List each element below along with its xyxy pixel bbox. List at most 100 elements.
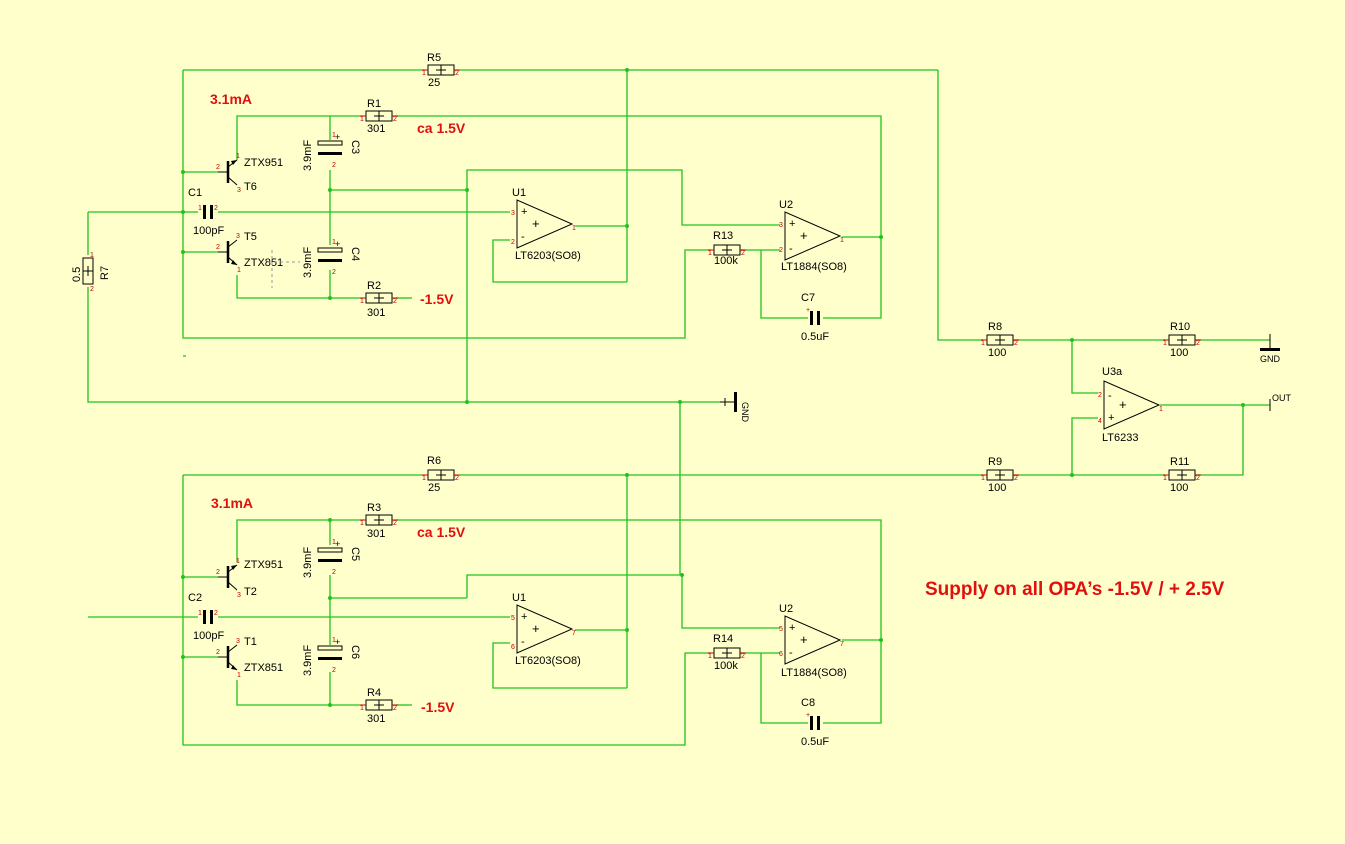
c6-ref: C6 (349, 645, 361, 659)
svg-text:1: 1 (422, 475, 426, 482)
svg-text:2: 2 (393, 298, 397, 305)
r14-value: 100k (714, 660, 738, 672)
svg-text:2: 2 (779, 247, 783, 254)
capacitor-c6: 12 + C6 3.9mF (302, 637, 361, 676)
opamp-u1-bottom: +- + 567 U1 LT6203(SO8) (511, 592, 581, 667)
capacitor-c3: 12 + C3 3.9mF (302, 132, 361, 171)
r1-ref: R1 (367, 98, 381, 110)
u2-top-ref: U2 (779, 199, 793, 211)
c2-value: 100pF (193, 630, 224, 642)
svg-text:1: 1 (332, 637, 336, 644)
svg-text:1: 1 (198, 610, 202, 617)
transistor-t6: 213 ZTX951 T6 (216, 153, 283, 194)
resistor-r7: 12 R7 0.5 (71, 252, 111, 293)
svg-text:5: 5 (779, 626, 783, 633)
svg-text:7: 7 (840, 641, 844, 648)
r11-value: 100 (1170, 482, 1188, 494)
svg-text:2: 2 (741, 653, 745, 660)
t2-part: ZTX951 (244, 559, 283, 571)
svg-text:2: 2 (1196, 475, 1200, 482)
svg-text:2: 2 (393, 705, 397, 712)
svg-text:2: 2 (214, 205, 218, 212)
t5-ref: T5 (244, 231, 257, 243)
capacitor-c4: 12 + C4 3.9mF (302, 239, 361, 278)
svg-text:+: + (335, 239, 340, 249)
annotation-bottom-current: 3.1mA (211, 495, 253, 511)
u1-bottom-part: LT6203(SO8) (515, 655, 581, 667)
r2-ref: R2 (367, 280, 381, 292)
supply-note: Supply on all OPA’s -1.5V / + 2.5V (925, 579, 1225, 600)
svg-text:-: - (789, 647, 793, 659)
u1-top-ref: U1 (512, 187, 526, 199)
svg-text:1: 1 (360, 520, 364, 527)
r4-value: 301 (367, 713, 385, 725)
svg-text:2: 2 (216, 244, 220, 251)
annotation-bottom-neg: -1.5V (421, 699, 455, 715)
svg-text:2: 2 (216, 164, 220, 171)
r8-value: 100 (988, 347, 1006, 359)
opamp-u2-bottom: +- + 567 U2 LT1884(SO8) (779, 603, 847, 679)
svg-text:1: 1 (981, 340, 985, 347)
svg-text:1: 1 (237, 267, 241, 274)
svg-text:+: + (789, 622, 795, 634)
r6-ref: R6 (427, 455, 441, 467)
svg-text:3: 3 (237, 187, 241, 194)
svg-text:+: + (806, 712, 810, 719)
out-label: OUT (1272, 393, 1292, 403)
svg-text:1: 1 (422, 70, 426, 77)
svg-text:2: 2 (214, 610, 218, 617)
svg-text:2: 2 (216, 569, 220, 576)
t1-ref: T1 (244, 636, 257, 648)
c5-value: 3.9mF (302, 547, 314, 578)
annotation-top-ca: ca 1.5V (417, 120, 466, 136)
svg-text:1: 1 (981, 475, 985, 482)
svg-text:2: 2 (332, 162, 336, 169)
svg-text:3: 3 (236, 638, 240, 645)
u2-top-part: LT1884(SO8) (781, 261, 847, 273)
c7-ref: C7 (801, 292, 815, 304)
r4-ref: R4 (367, 687, 381, 699)
svg-text:-: - (521, 231, 525, 243)
svg-text:+: + (532, 216, 540, 231)
svg-text:2: 2 (511, 239, 515, 246)
svg-text:2: 2 (332, 667, 336, 674)
u1-top-part: LT6203(SO8) (515, 250, 581, 262)
svg-text:1: 1 (572, 225, 576, 232)
r3-value: 301 (367, 528, 385, 540)
r9-ref: R9 (988, 456, 1002, 468)
svg-text:3: 3 (236, 233, 240, 240)
svg-text:6: 6 (779, 651, 783, 658)
svg-text:2: 2 (1014, 475, 1018, 482)
svg-text:+: + (532, 621, 540, 636)
svg-text:+: + (521, 611, 527, 623)
svg-text:1: 1 (332, 239, 336, 246)
annotation-top-neg: -1.5V (420, 291, 454, 307)
svg-text:+: + (335, 132, 340, 142)
svg-text:+: + (1108, 412, 1114, 424)
r5-ref: R5 (427, 52, 441, 64)
svg-text:-: - (789, 243, 793, 255)
t5-part: ZTX851 (244, 257, 283, 269)
capacitor-c7: + C7 0.5uF (801, 292, 829, 343)
r3-ref: R3 (367, 502, 381, 514)
t6-part: ZTX951 (244, 157, 283, 169)
u3a-part: LT6233 (1102, 432, 1139, 444)
svg-text:1: 1 (840, 237, 844, 244)
r2-value: 301 (367, 307, 385, 319)
c8-value: 0.5uF (801, 736, 829, 748)
svg-text:4: 4 (1098, 418, 1102, 425)
c1-value: 100pF (193, 225, 224, 237)
opamp-u1-top: +- + 321 U1 LT6203(SO8) (511, 187, 581, 262)
svg-text:1: 1 (360, 116, 364, 123)
r6-value: 25 (428, 482, 440, 494)
t1-part: ZTX851 (244, 662, 283, 674)
gnd-symbol-right: GND (1260, 334, 1281, 364)
c3-ref: C3 (349, 140, 361, 154)
u2-bottom-ref: U2 (779, 603, 793, 615)
c4-ref: C4 (349, 247, 361, 261)
